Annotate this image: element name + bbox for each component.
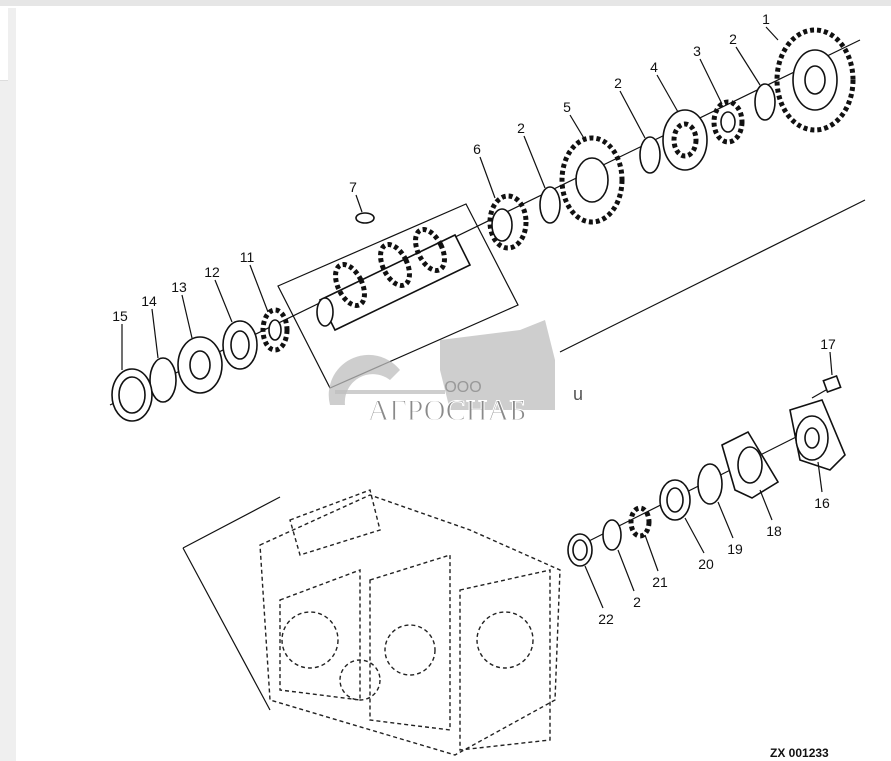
bearing-cup-20	[659, 479, 691, 521]
axis-line-right	[559, 199, 866, 353]
synchronizer-3	[711, 99, 745, 145]
callout-22: 22	[598, 611, 614, 627]
agrosnab-watermark-logo: ООО АГРОСНАБ	[328, 320, 555, 428]
callout-labels: 1 2 3 4 2 5 2 6 7 11 12 13 14 15 17 16 1…	[112, 11, 836, 627]
callout-2: 2	[614, 75, 622, 91]
bearing-cone-11	[260, 307, 290, 353]
countershaft	[316, 227, 472, 332]
left-panel	[0, 8, 8, 81]
callout-6: 6	[473, 141, 481, 157]
figure-code: ZX 001233	[770, 746, 829, 760]
top-bar	[0, 0, 891, 6]
bolt-17	[811, 374, 842, 399]
callout-2: 2	[517, 120, 525, 136]
housing-leader-top	[182, 496, 281, 549]
callout-18: 18	[766, 523, 782, 539]
watermark-prefix: ООО	[444, 379, 481, 396]
callout-7: 7	[349, 179, 357, 195]
callout-2: 2	[633, 594, 641, 610]
snap-ring-2c	[539, 186, 561, 224]
gear-6	[487, 193, 529, 251]
stray-mark: u	[573, 384, 583, 404]
callout-5: 5	[563, 99, 571, 115]
housing-leader	[182, 547, 271, 711]
callout-3: 3	[693, 43, 701, 59]
callout-12: 12	[204, 264, 220, 280]
callout-16: 16	[814, 495, 830, 511]
callout-1: 1	[762, 11, 770, 27]
snap-ring-2b	[639, 136, 661, 174]
bearing-cone-21	[628, 505, 652, 539]
shim-19	[697, 463, 723, 505]
gear-5	[559, 135, 625, 225]
callout-14: 14	[141, 293, 157, 309]
snap-ring-2a	[754, 83, 776, 121]
callout-2: 2	[729, 31, 737, 47]
seal-22	[567, 533, 593, 567]
callout-13: 13	[171, 279, 187, 295]
callout-20: 20	[698, 556, 714, 572]
collar-4	[662, 109, 708, 171]
leader-lines	[121, 26, 833, 609]
snap-ring-2d	[602, 519, 622, 551]
shim-14	[149, 357, 177, 403]
callout-15: 15	[112, 308, 128, 324]
callout-11: 11	[240, 249, 255, 265]
shaft-frame	[277, 203, 519, 389]
woodruff-key	[355, 212, 375, 224]
bearing-cup-12	[222, 320, 258, 370]
callout-21: 21	[652, 574, 668, 590]
seal-15	[111, 368, 153, 422]
callout-19: 19	[727, 541, 743, 557]
callout-17: 17	[820, 336, 836, 352]
sleeve-13	[177, 336, 223, 394]
callout-4: 4	[650, 59, 658, 75]
cover-16	[789, 399, 846, 471]
watermark-name: АГРОСНАБ	[368, 394, 527, 427]
transmission-housing	[259, 489, 561, 756]
left-scrollbar[interactable]	[0, 8, 16, 761]
gear-1	[774, 27, 856, 133]
gasket-18	[721, 430, 780, 499]
